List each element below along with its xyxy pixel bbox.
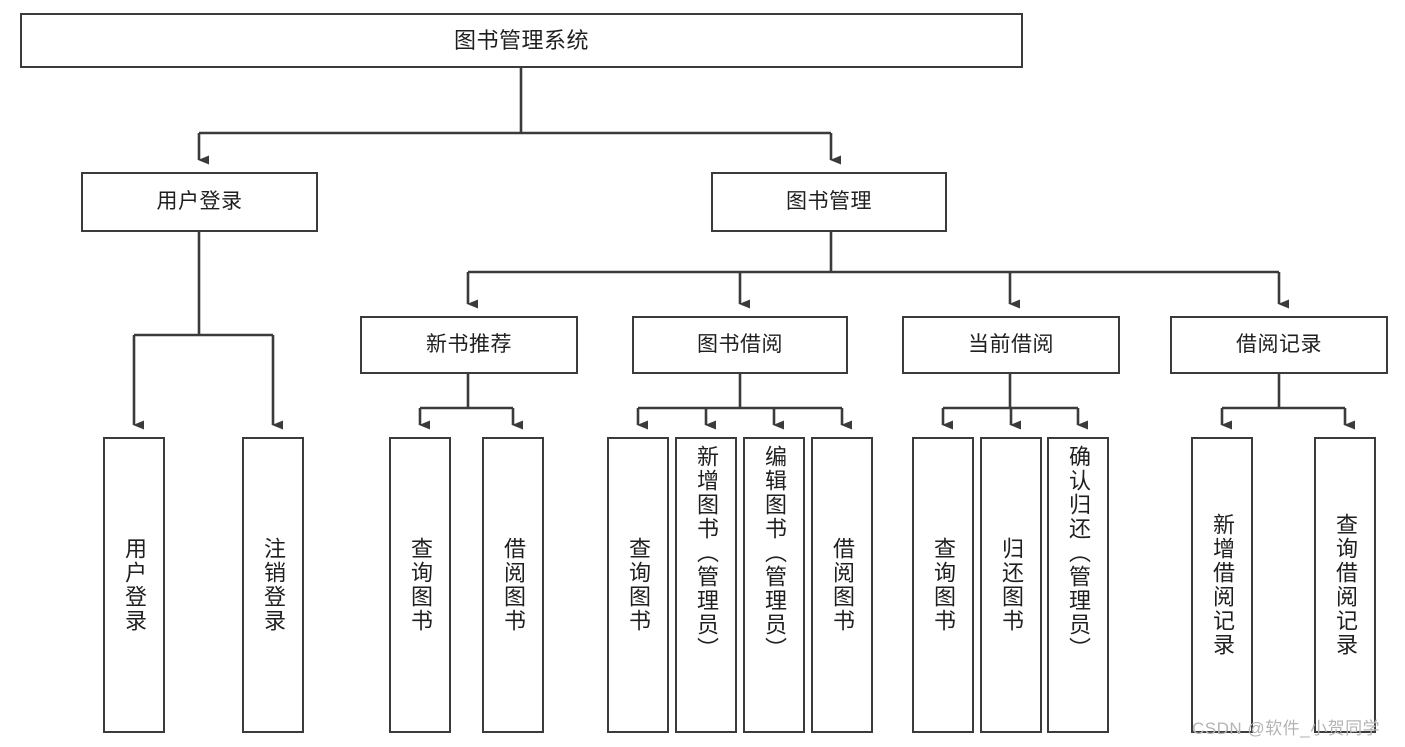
- node-book-borrow[interactable]: 图书借阅: [632, 316, 848, 374]
- node-leaf-confirm-return[interactable]: 确认归还（管理员）: [1047, 437, 1109, 733]
- node-leaf-user-login[interactable]: 用户登录: [103, 437, 165, 733]
- node-book-borrow-label: 图书借阅: [697, 332, 783, 356]
- node-leaf-user-login-label: 用户登录: [121, 537, 147, 633]
- node-book-manage-label: 图书管理: [786, 189, 872, 213]
- node-leaf-query-book-1[interactable]: 查询图书: [389, 437, 451, 733]
- node-user-login-label: 用户登录: [156, 189, 243, 213]
- node-book-manage[interactable]: 图书管理: [711, 172, 947, 232]
- node-leaf-edit-book-label: 编辑图书（管理员）: [761, 445, 787, 661]
- node-new-book-recommendation-label: 新书推荐: [426, 332, 512, 356]
- node-leaf-query-book-2[interactable]: 查询图书: [607, 437, 669, 733]
- node-leaf-add-book-label: 新增图书（管理员）: [693, 445, 719, 661]
- node-leaf-logout[interactable]: 注销登录: [242, 437, 304, 733]
- node-root-label: 图书管理系统: [453, 27, 589, 53]
- node-leaf-return-book[interactable]: 归还图书: [980, 437, 1042, 733]
- node-leaf-query-book-3[interactable]: 查询图书: [912, 437, 974, 733]
- node-current-borrow[interactable]: 当前借阅: [902, 316, 1120, 374]
- node-leaf-borrow-book-2[interactable]: 借阅图书: [811, 437, 873, 733]
- node-borrow-record-label: 借阅记录: [1236, 332, 1322, 356]
- node-leaf-add-record[interactable]: 新增借阅记录: [1191, 437, 1253, 733]
- node-user-login[interactable]: 用户登录: [81, 172, 318, 232]
- node-leaf-logout-label: 注销登录: [260, 537, 286, 633]
- node-leaf-edit-book[interactable]: 编辑图书（管理员）: [743, 437, 805, 733]
- node-root[interactable]: 图书管理系统: [20, 13, 1023, 68]
- node-leaf-add-record-label: 新增借阅记录: [1209, 513, 1235, 657]
- node-leaf-query-book-2-label: 查询图书: [625, 537, 651, 633]
- node-leaf-query-book-3-label: 查询图书: [930, 537, 956, 633]
- node-leaf-confirm-return-label: 确认归还（管理员）: [1065, 445, 1091, 661]
- node-leaf-borrow-book-1-label: 借阅图书: [500, 537, 526, 633]
- node-leaf-borrow-book-1[interactable]: 借阅图书: [482, 437, 544, 733]
- node-leaf-query-record[interactable]: 查询借阅记录: [1314, 437, 1376, 733]
- node-new-book-recommendation[interactable]: 新书推荐: [360, 316, 578, 374]
- node-leaf-query-record-label: 查询借阅记录: [1332, 513, 1358, 657]
- node-leaf-query-book-1-label: 查询图书: [407, 537, 433, 633]
- node-leaf-borrow-book-2-label: 借阅图书: [829, 537, 855, 633]
- node-current-borrow-label: 当前借阅: [968, 332, 1054, 356]
- node-leaf-add-book[interactable]: 新增图书（管理员）: [675, 437, 737, 733]
- node-leaf-return-book-label: 归还图书: [998, 537, 1024, 633]
- node-borrow-record[interactable]: 借阅记录: [1170, 316, 1388, 374]
